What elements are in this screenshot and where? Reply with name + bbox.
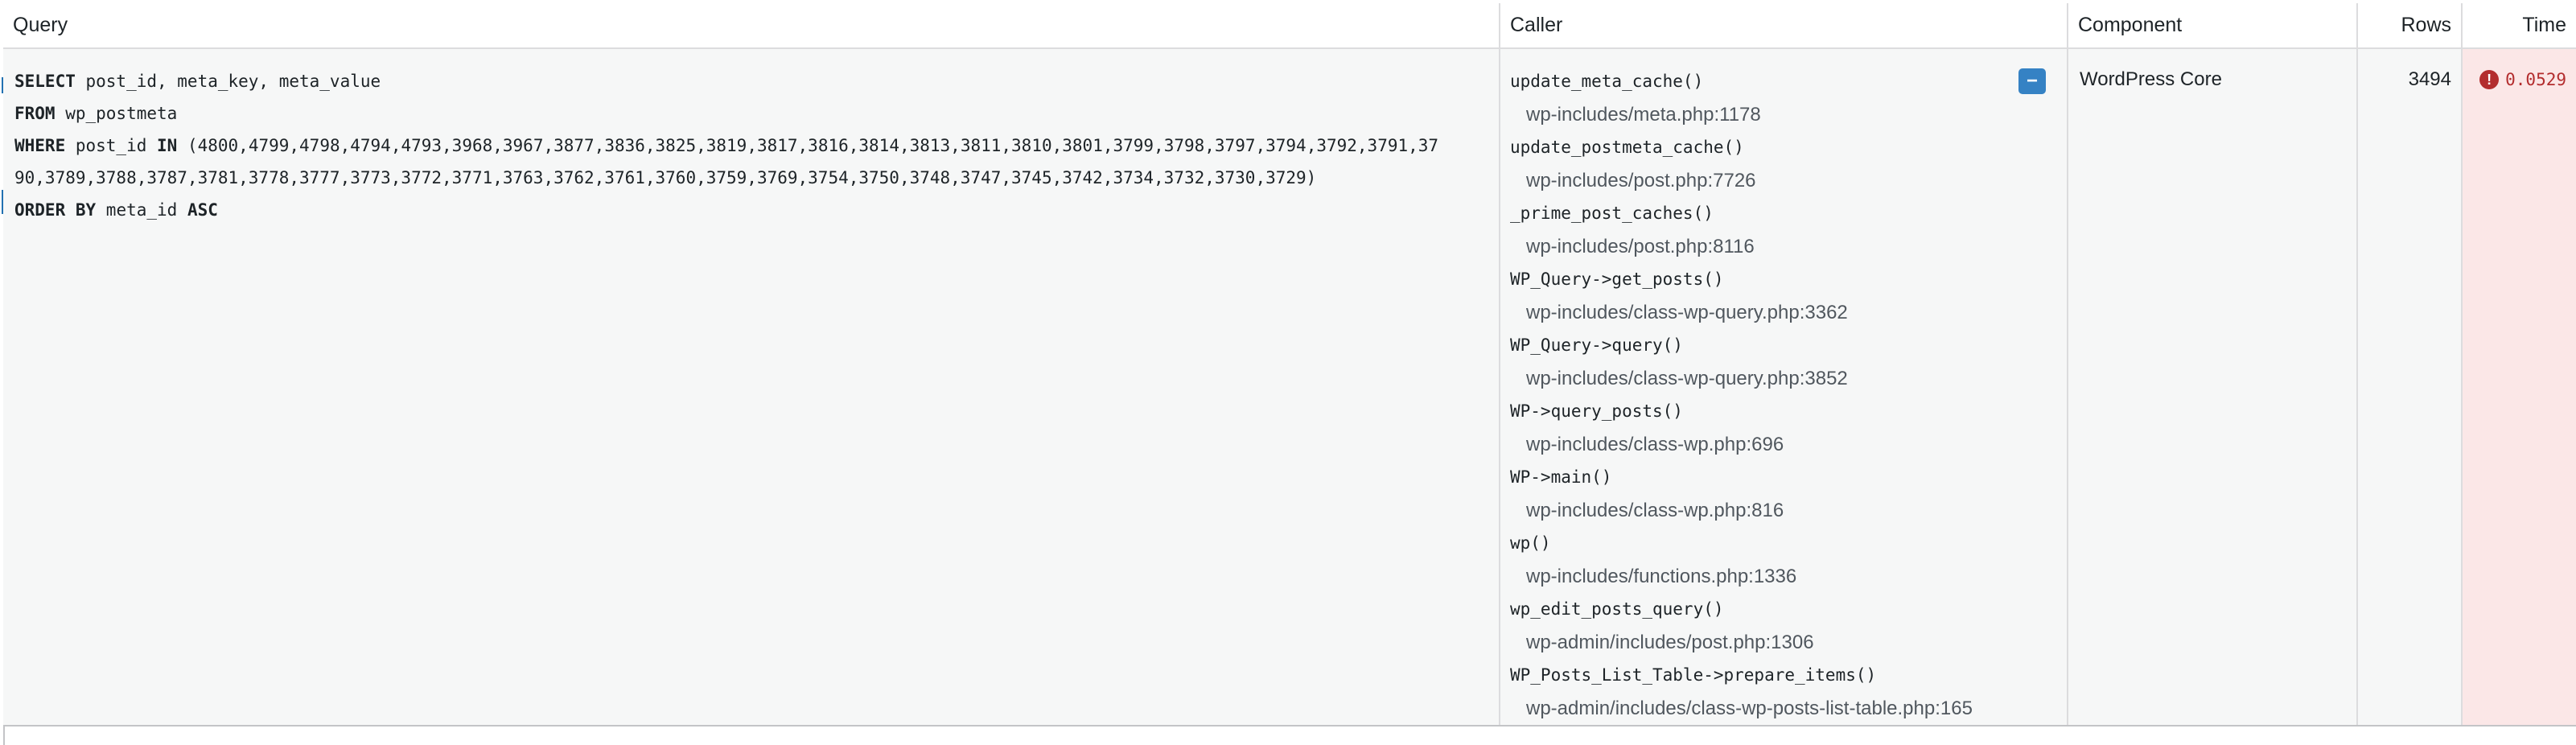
caller-file: wp-includes/class-wp-query.php:3362 bbox=[1526, 302, 1848, 323]
sql-text: (4800,4799,4798,4794,4793,3968,3967,3877… bbox=[177, 136, 1439, 155]
caller-stack: update_meta_cache() wp-includes/meta.php:… bbox=[1510, 65, 2057, 725]
sql-keyword: WHERE bbox=[14, 136, 66, 155]
caller-function: _prime_post_caches() bbox=[1510, 204, 1714, 223]
caller-function: update_postmeta_cache() bbox=[1510, 138, 1744, 157]
column-header-time[interactable]: Time bbox=[2462, 3, 2576, 49]
sql-line: ORDER BY meta_id ASC bbox=[14, 194, 1489, 226]
caller-file: wp-admin/includes/class-wp-posts-list-ta… bbox=[1526, 698, 1973, 719]
table-header-row: Query Caller Component Rows Time bbox=[3, 3, 2576, 49]
column-header-rows[interactable]: Rows bbox=[2357, 3, 2463, 49]
sql-text: meta_id bbox=[96, 200, 187, 220]
caller-function: wp() bbox=[1510, 533, 1551, 553]
sql-text: post_id, meta_key, meta_value bbox=[75, 72, 381, 91]
sql-keyword: ORDER BY bbox=[14, 200, 97, 220]
sql-keyword: ASC bbox=[187, 200, 218, 220]
sql-line: WHERE post_id IN (4800,4799,4798,4794,47… bbox=[14, 130, 1489, 162]
caller-function: WP->main() bbox=[1510, 467, 1612, 487]
caller-function: WP->query_posts() bbox=[1510, 401, 1683, 421]
component-name: WordPress Core bbox=[2080, 68, 2222, 90]
row-count: 3494 bbox=[2408, 68, 2451, 90]
caller-file: wp-includes/class-wp.php:696 bbox=[1526, 434, 1784, 455]
query-time: 0.0529 bbox=[2505, 70, 2566, 89]
caller-function: update_meta_cache() bbox=[1510, 72, 1704, 91]
caller-file: wp-includes/meta.php:1178 bbox=[1526, 104, 1761, 126]
collapse-caller-button[interactable]: − bbox=[2018, 68, 2046, 94]
sql-keyword: IN bbox=[157, 136, 178, 155]
sql-text: post_id bbox=[65, 136, 158, 155]
sql-line: FROM wp_postmeta bbox=[14, 97, 1489, 130]
error-icon: ! bbox=[2479, 70, 2500, 89]
caller-function: WP_Query->query() bbox=[1510, 335, 1683, 355]
component-cell: WordPress Core bbox=[2068, 48, 2358, 726]
row-marker bbox=[2, 190, 3, 214]
row-marker bbox=[2, 77, 3, 93]
column-header-query[interactable]: Query bbox=[3, 3, 1500, 49]
sql-text: wp_postmeta bbox=[55, 104, 178, 123]
caller-function: WP_Posts_List_Table->prepare_items() bbox=[1510, 665, 1877, 685]
caller-file: wp-includes/class-wp-query.php:3852 bbox=[1526, 368, 1848, 389]
caller-function: WP_Query->get_posts() bbox=[1510, 270, 1724, 289]
time-cell: ! 0.0529 bbox=[2462, 48, 2576, 726]
caller-cell: − update_meta_cache() wp-includes/meta.ph… bbox=[1500, 48, 2068, 726]
caller-file: wp-includes/functions.php:1336 bbox=[1526, 566, 1797, 587]
column-header-caller[interactable]: Caller bbox=[1500, 3, 2068, 49]
sql-line: SELECT post_id, meta_key, meta_value bbox=[14, 65, 1489, 97]
query-table: Query Caller Component Rows Time SELECT … bbox=[3, 3, 2576, 726]
caller-function: wp_edit_posts_query() bbox=[1510, 599, 1724, 619]
sql-line: 90,3789,3788,3787,3781,3778,3777,3773,37… bbox=[14, 162, 1489, 194]
caller-file: wp-admin/includes/post.php:1306 bbox=[1526, 632, 1814, 653]
rows-cell: 3494 bbox=[2357, 48, 2463, 726]
column-header-component[interactable]: Component bbox=[2068, 3, 2358, 49]
caller-file: wp-includes/post.php:8116 bbox=[1526, 236, 1755, 257]
caller-file: wp-includes/class-wp.php:816 bbox=[1526, 500, 1784, 521]
sql-keyword: FROM bbox=[14, 104, 56, 123]
caller-file: wp-includes/post.php:7726 bbox=[1526, 170, 1756, 191]
sql-text: 90,3789,3788,3787,3781,3778,3777,3773,37… bbox=[14, 168, 1317, 187]
sql-keyword: SELECT bbox=[14, 72, 76, 91]
